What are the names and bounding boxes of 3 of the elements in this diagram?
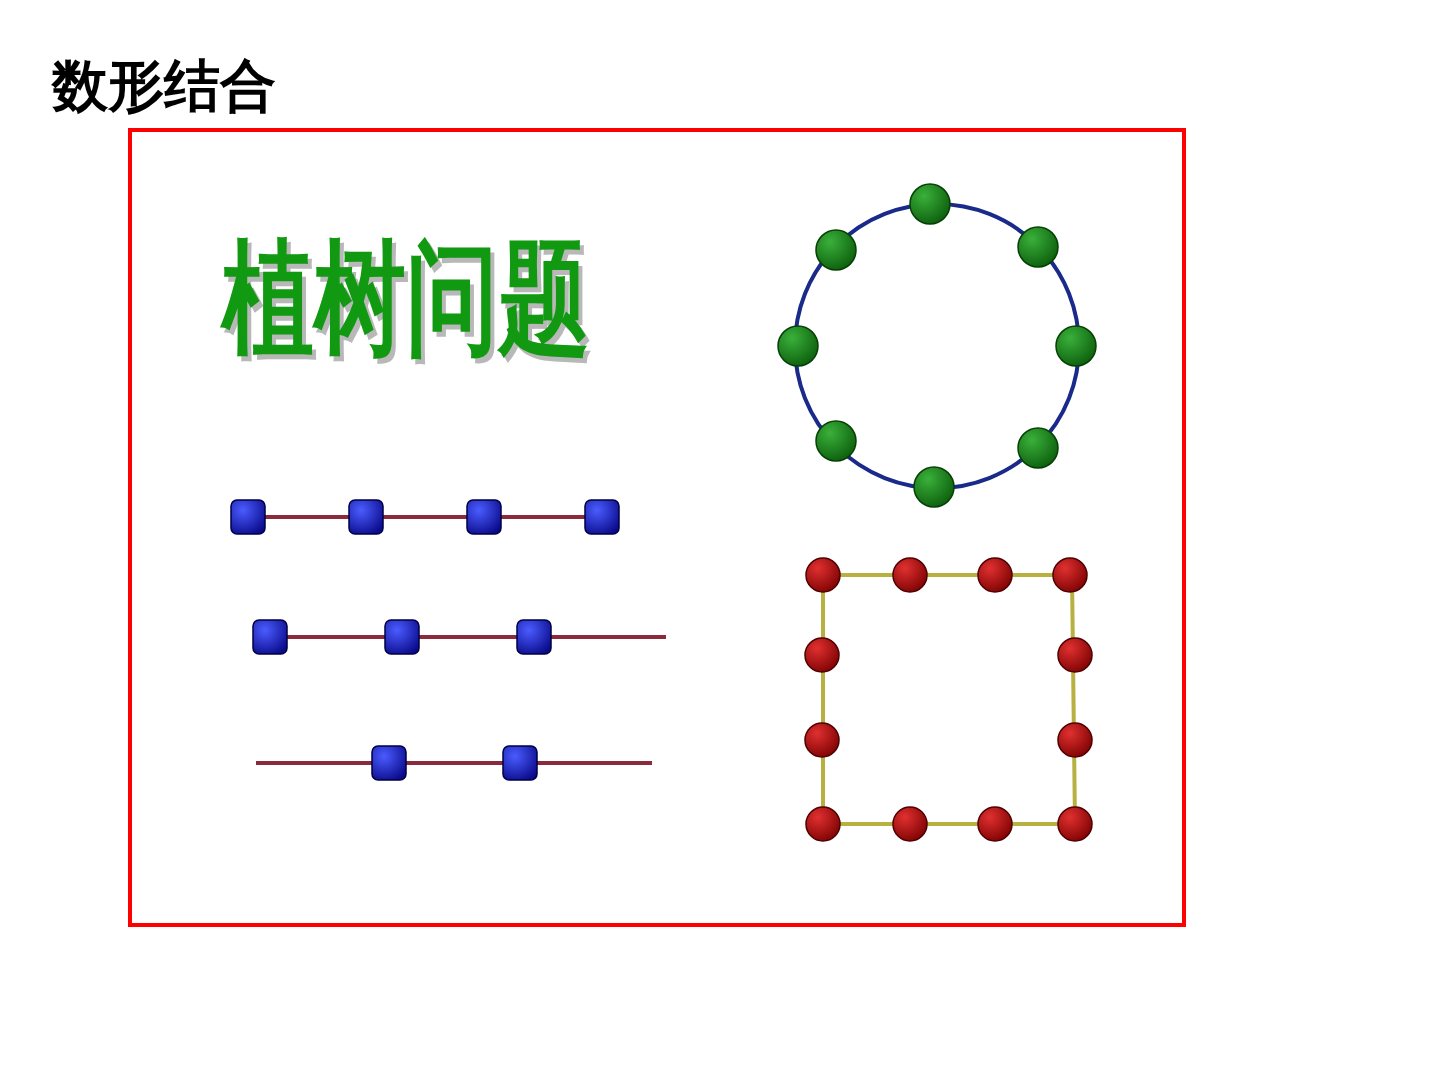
wordart-heading: 植树问题 — [222, 237, 590, 362]
frame-box — [128, 128, 1186, 927]
page-title: 数形结合 — [52, 52, 276, 120]
